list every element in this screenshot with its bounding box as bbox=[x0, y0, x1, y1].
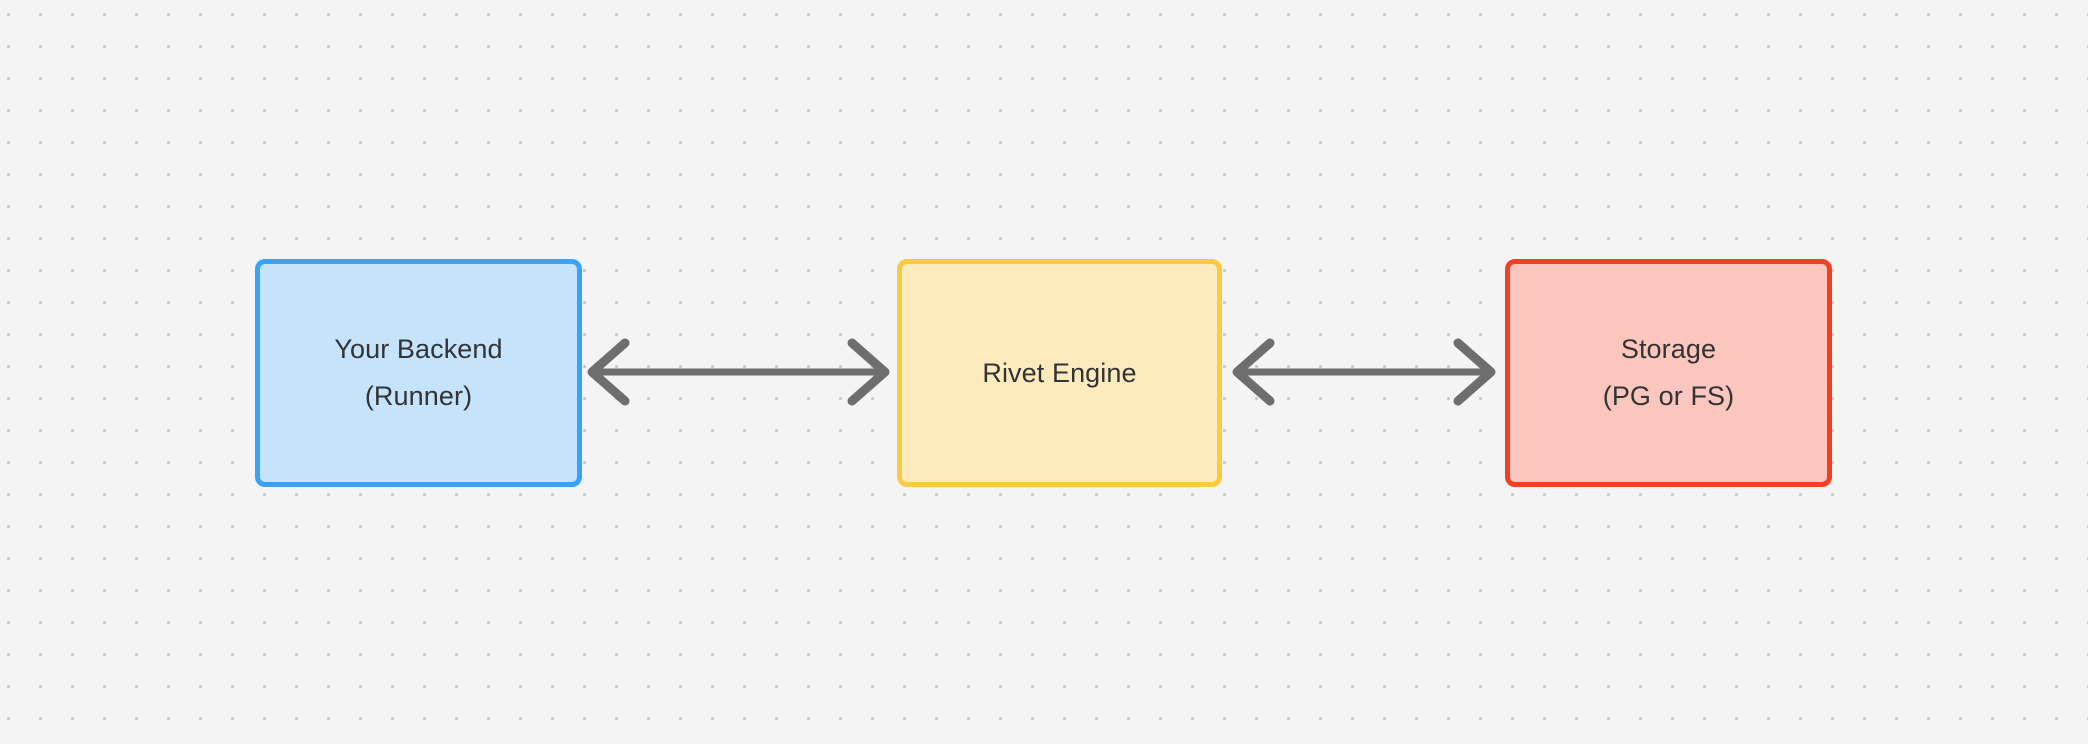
node-rivet-engine[interactable]: Rivet Engine bbox=[897, 259, 1222, 487]
node-your-backend[interactable]: Your Backend (Runner) bbox=[255, 259, 582, 487]
node-storage[interactable]: Storage (PG or FS) bbox=[1505, 259, 1832, 487]
edge-backend-engine bbox=[587, 338, 890, 406]
node-label-storage: Storage (PG or FS) bbox=[1602, 334, 1735, 411]
arrowhead-right-icon bbox=[1453, 338, 1496, 406]
arrowhead-left-icon bbox=[1232, 338, 1275, 406]
node-label-rivet-engine: Rivet Engine bbox=[982, 357, 1137, 388]
arrowhead-right-icon bbox=[847, 338, 890, 406]
arrowhead-left-icon bbox=[587, 338, 630, 406]
edge-engine-storage bbox=[1232, 338, 1496, 406]
node-label-your-backend: Your Backend (Runner) bbox=[334, 334, 503, 411]
